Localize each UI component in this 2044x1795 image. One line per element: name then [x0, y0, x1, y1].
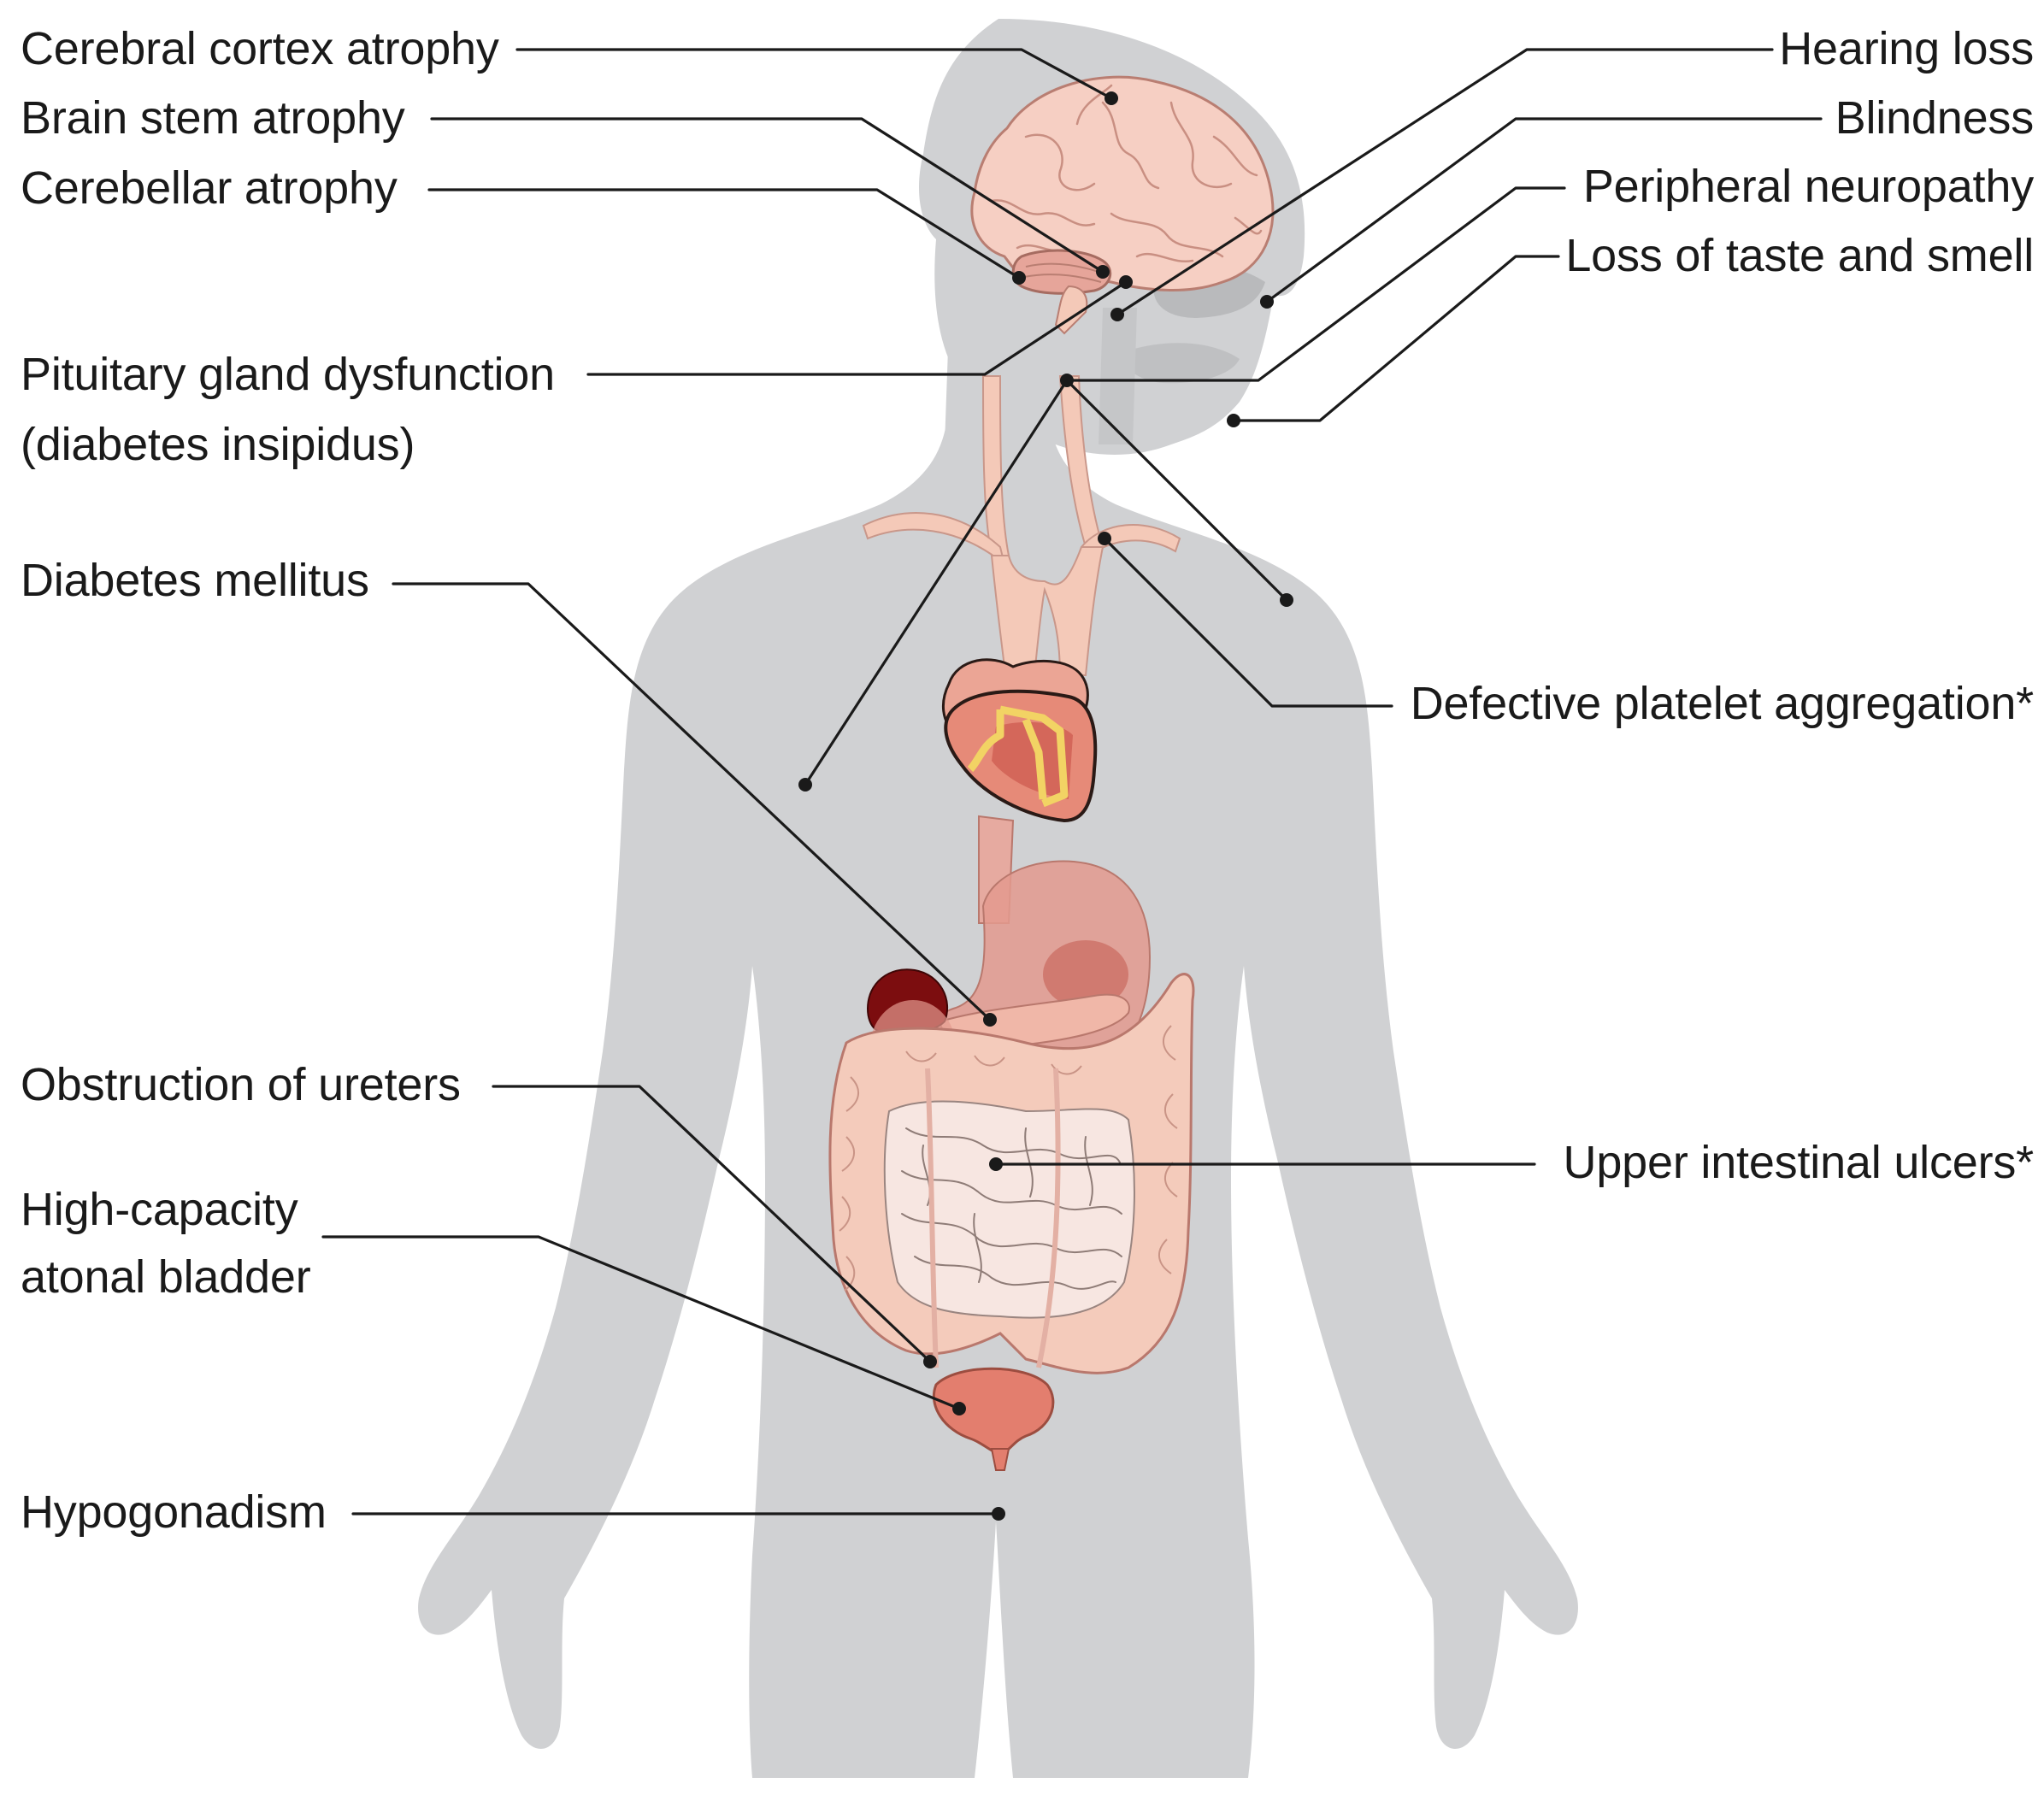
dot-bladder: [952, 1402, 966, 1415]
dot-diabetes-mellitus: [983, 1013, 997, 1027]
liver-shadow: [1043, 940, 1128, 1009]
leader-hearing-loss: [1116, 48, 1774, 316]
coronary-fat: [967, 705, 1069, 808]
dot-ulcers: [989, 1157, 1003, 1171]
dot-blindness: [1260, 295, 1274, 309]
dot-ureters: [923, 1355, 937, 1368]
ureter-right: [1036, 1068, 1061, 1368]
cerebellum: [1011, 249, 1112, 295]
oral-cavity: [1126, 343, 1240, 384]
leader-bladder: [321, 1235, 961, 1410]
label-bladder-line2: atonal bladder: [21, 1251, 311, 1303]
label-blindness: Blindness: [1835, 92, 2035, 144]
label-bladder-line1: High-capacity: [21, 1184, 298, 1235]
dot-cerebellar: [1012, 271, 1026, 285]
leader-taste-smell: [1232, 255, 1560, 422]
dot-cerebral-cortex: [1104, 91, 1118, 105]
leader-ureters: [492, 1085, 932, 1363]
dot-hearing-loss: [1110, 308, 1124, 321]
leader-platelet: [1103, 537, 1393, 708]
label-brain-stem-atrophy: Brain stem atrophy: [21, 92, 405, 144]
ureter-left: [925, 1068, 939, 1368]
label-hypogonadism: Hypogonadism: [21, 1486, 327, 1538]
vessels: [862, 375, 1181, 677]
label-pituitary-line2: (diabetes insipidus): [21, 419, 415, 470]
heart: [941, 658, 1098, 823]
label-hearing-loss: Hearing loss: [1779, 23, 2034, 74]
leader-peripheral-neuropathy: [804, 186, 1566, 786]
small-intestine: [883, 1100, 1135, 1319]
label-cerebellar-atrophy: Cerebellar atrophy: [21, 162, 398, 214]
label-defective-platelet-aggregation: Defective platelet aggregation*: [1410, 678, 2034, 729]
bladder: [932, 1367, 1055, 1455]
label-cerebral-cortex-atrophy: Cerebral cortex atrophy: [21, 23, 499, 74]
dot-pituitary: [1119, 275, 1133, 289]
dot-taste-smell: [1227, 414, 1240, 427]
label-diabetes-mellitus: Diabetes mellitus: [21, 555, 369, 606]
urethra: [990, 1448, 1010, 1471]
leader-pituitary: [586, 280, 1128, 376]
leader-neuropathy-shoulder: [1065, 379, 1288, 602]
leader-cerebellar: [427, 188, 1021, 280]
intestines: [828, 973, 1195, 1374]
dot-hypogonadism: [992, 1507, 1005, 1521]
dot-platelet: [1098, 532, 1111, 545]
intestine-coils: [901, 1127, 1122, 1290]
dot-brain-stem: [1096, 265, 1110, 279]
leader-cerebral-cortex: [515, 48, 1113, 100]
label-pituitary-line1: Pituitary gland dysfunction: [21, 349, 555, 400]
leader-lines-left: [321, 48, 1133, 1521]
dot-neuropathy-shoulder: [1280, 593, 1293, 607]
leader-lines-right: [798, 48, 1823, 1171]
throat: [1099, 308, 1137, 444]
label-obstruction-of-ureters: Obstruction of ureters: [21, 1059, 461, 1110]
dot-peripheral-neuropathy: [798, 778, 812, 792]
label-upper-intestinal-ulcers: Upper intestinal ulcers*: [1563, 1137, 2035, 1188]
colon-haustra: [839, 1025, 1178, 1292]
head-cavities: [1099, 266, 1265, 444]
leader-diabetes-mellitus: [392, 582, 992, 1021]
heart-muscle: [992, 721, 1073, 799]
label-peripheral-neuropathy: Peripheral neuropathy: [1582, 161, 2034, 212]
label-loss-of-taste-and-smell: Loss of taste and smell: [1565, 230, 2034, 281]
leader-blindness: [1265, 117, 1823, 303]
cerebellum-folds: [1023, 262, 1102, 283]
urinary: [925, 1068, 1061, 1471]
leader-brain-stem: [430, 117, 1104, 274]
